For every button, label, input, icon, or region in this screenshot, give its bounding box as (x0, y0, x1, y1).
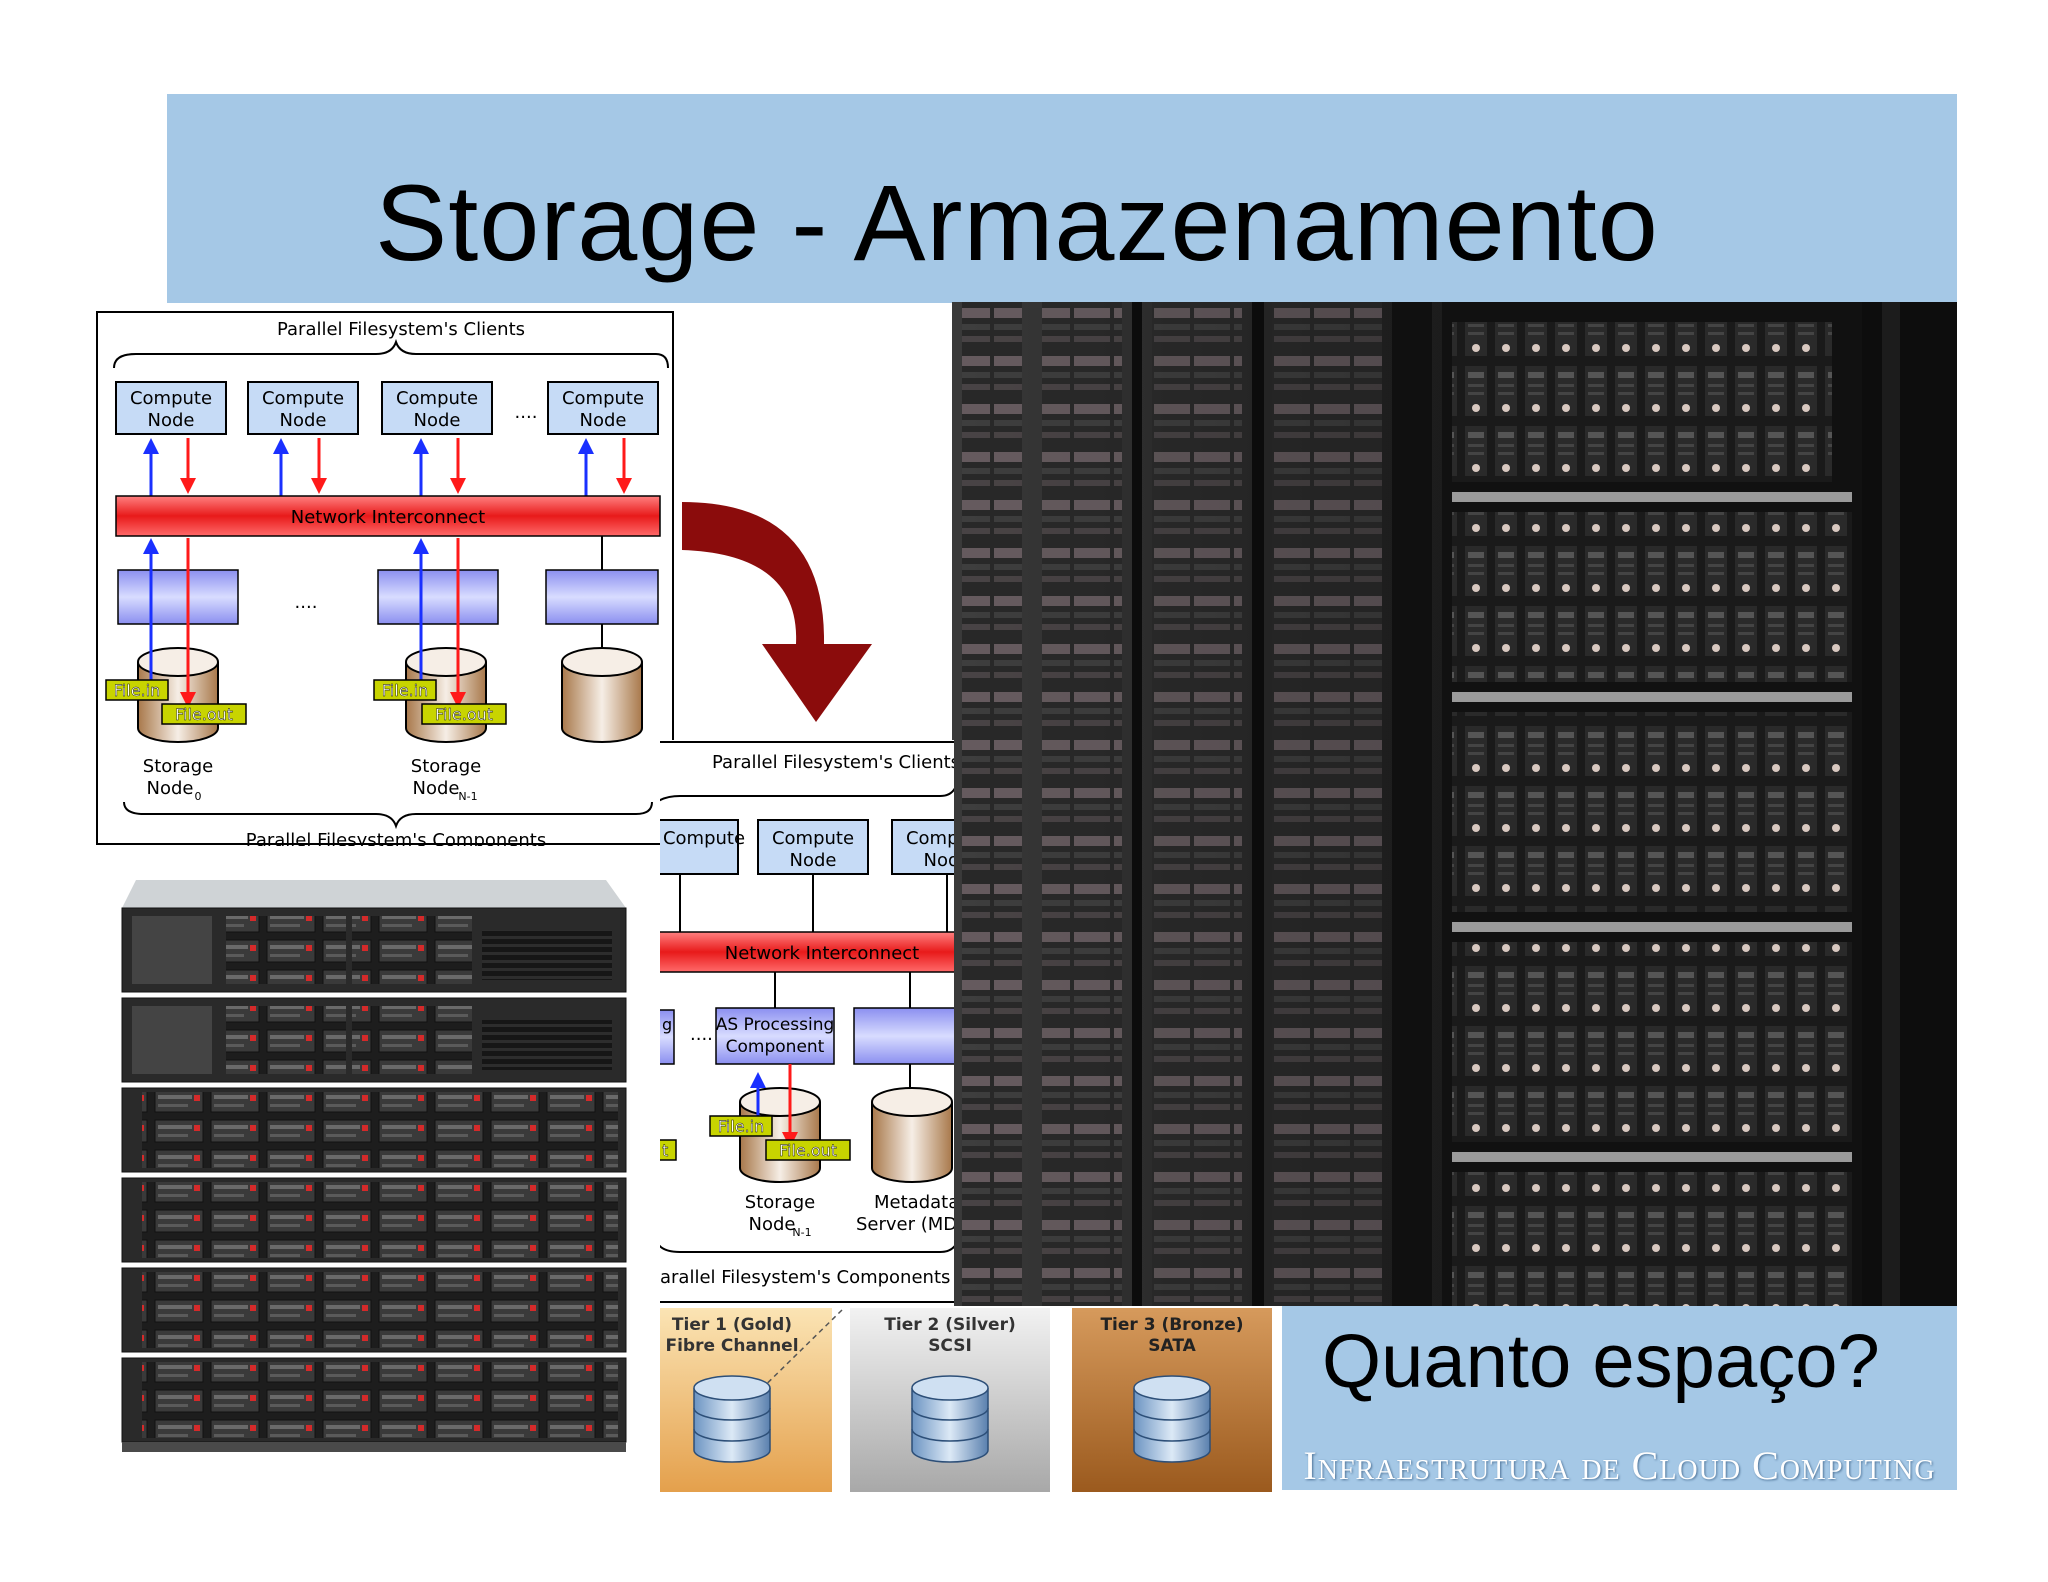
svg-text:t: t (662, 1141, 668, 1160)
svg-text:Node: Node (790, 850, 837, 871)
node-subscript: N-1 (458, 790, 477, 803)
slide-title: Storage - Armazenamento (375, 162, 1659, 283)
svg-text:Component: Component (726, 1037, 825, 1057)
disk-cylinder (561, 647, 643, 743)
svg-text:Tier 1 (Gold): Tier 1 (Gold) (672, 1315, 792, 1335)
svg-text:Compute: Compute (130, 388, 212, 409)
node-label: Node (749, 1214, 796, 1235)
diagram2-footer: arallel Filesystem's Components (660, 1267, 950, 1288)
compute-node: Compute Node (247, 381, 359, 435)
svg-text:SATA: SATA (1148, 1336, 1196, 1356)
svg-text:Compute: Compute (906, 828, 954, 849)
storage-server-box (117, 569, 239, 625)
svg-text:Compute: Compute (663, 828, 745, 849)
file-out-label: File.out (421, 703, 507, 725)
ellipsis: .... (690, 1024, 713, 1045)
node-subscript: N-1 (792, 1226, 811, 1239)
svg-text:Compute: Compute (262, 388, 344, 409)
file-in-label: File.in (373, 679, 437, 701)
svg-text:Tier 2 (Silver): Tier 2 (Silver) (884, 1315, 1015, 1335)
diagram1-footer: Parallel Filesystem's Components (246, 830, 546, 848)
compute-node: Compute Node (381, 381, 493, 435)
question-text: Quanto espaço? (1322, 1319, 1880, 1404)
svg-text:Node: Node (580, 410, 627, 431)
storage-label: Storage (745, 1192, 815, 1213)
svg-text:Node: Node (148, 410, 195, 431)
file-in-label: File.in (709, 1115, 773, 1137)
svg-text:Compute: Compute (396, 388, 478, 409)
compute-node: Compute (660, 819, 745, 875)
svg-text:Tier 3 (Bronze): Tier 3 (Bronze) (1100, 1315, 1243, 1335)
curved-arrow-icon (682, 502, 872, 722)
storage-server-box (545, 569, 659, 625)
svg-text:Fibre Channel: Fibre Channel (665, 1336, 798, 1356)
as-processing-box: AS Processing Component (715, 1007, 835, 1065)
storage-label: Storage (411, 756, 481, 777)
svg-text:SCSI: SCSI (928, 1336, 972, 1356)
compute-node: Compute Node (115, 381, 227, 435)
svg-text:Compute: Compute (772, 828, 854, 849)
parallel-fs-diagram-2: Parallel Filesystem's Clients Compute Co… (660, 740, 954, 1306)
svg-text:File.in: File.in (718, 1117, 764, 1136)
svg-text:AS Processing: AS Processing (716, 1015, 835, 1035)
diagram2-header: Parallel Filesystem's Clients (712, 752, 954, 773)
title-band (167, 94, 1957, 303)
database-icon (1133, 1375, 1211, 1463)
datacenter-photo (952, 302, 1957, 1306)
svg-text:Network Interconnect: Network Interconnect (725, 943, 919, 964)
question-band (1282, 1306, 1957, 1490)
parallel-fs-diagram-1: Parallel Filesystem's Clients Compute No… (96, 311, 674, 848)
svg-text:File.in: File.in (114, 681, 160, 700)
database-icon (911, 1375, 989, 1463)
svg-text:File.in: File.in (382, 681, 428, 700)
node-label: Node (147, 778, 194, 799)
storage-server-box (853, 1007, 954, 1065)
network-interconnect-bar: Network Interconnect (115, 495, 661, 537)
network-interconnect-bar: Network Interconnect (660, 931, 954, 973)
svg-text:File.out: File.out (779, 1141, 837, 1160)
course-footer: Infraestrutura de Cloud Computing (1303, 1443, 1936, 1488)
node-subscript: 0 (195, 790, 202, 803)
metadata-label: Metadata (874, 1192, 954, 1213)
svg-text:Node: Node (924, 850, 954, 871)
svg-text:Network Interconnect: Network Interconnect (291, 507, 485, 528)
compute-node: Compute Node (547, 381, 659, 435)
file-out-label: File.out (765, 1139, 851, 1161)
storage-server-box (377, 569, 499, 625)
diagram1-header: Parallel Filesystem's Clients (277, 319, 525, 340)
svg-text:Node: Node (414, 410, 461, 431)
server-rack-image (96, 846, 656, 1490)
compute-node: Compute Node (757, 819, 869, 875)
storage-label: Storage (143, 756, 213, 777)
disk-cylinder (871, 1087, 953, 1183)
svg-text:Compute: Compute (562, 388, 644, 409)
file-out-label: File.out (161, 703, 247, 725)
compute-node: Compute Node (891, 819, 954, 875)
tier-2-panel: Tier 2 (Silver) SCSI (850, 1308, 1050, 1492)
svg-text:File.out: File.out (435, 705, 493, 724)
svg-text:g: g (662, 1015, 672, 1034)
ellipsis: .... (515, 402, 538, 423)
svg-text:Node: Node (280, 410, 327, 431)
svg-text:File.out: File.out (175, 705, 233, 724)
ellipsis: .... (295, 592, 318, 613)
metadata-label: Server (MD (856, 1214, 954, 1235)
file-in-label: File.in (105, 679, 169, 701)
tier-1-panel: Tier 1 (Gold) Fibre Channel (660, 1308, 843, 1492)
node-label: Node (413, 778, 460, 799)
storage-tiers: Tier 1 (Gold) Fibre Channel Tier 2 (Silv… (660, 1308, 1272, 1492)
tier-3-panel: Tier 3 (Bronze) SATA (1072, 1308, 1272, 1492)
database-icon (693, 1375, 771, 1463)
